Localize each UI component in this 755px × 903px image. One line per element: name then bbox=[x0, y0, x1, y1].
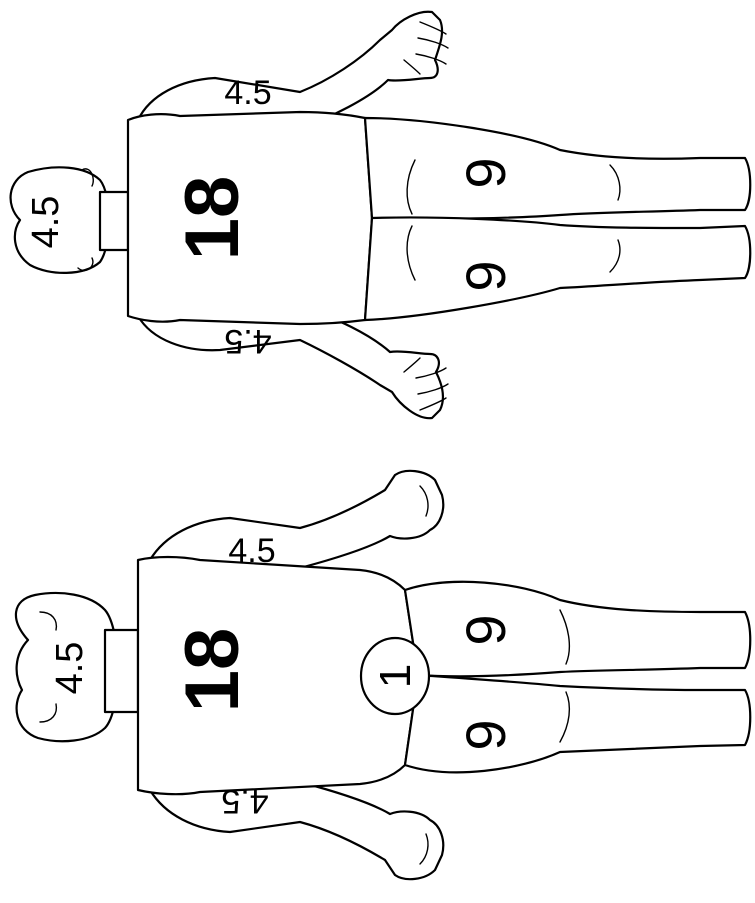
back-arm-bottom-label: 4.5 bbox=[224, 322, 271, 360]
back-head-label: 4.5 bbox=[25, 196, 67, 249]
back-neck bbox=[100, 192, 128, 250]
front-neck bbox=[105, 630, 138, 712]
front-head-label: 4.5 bbox=[49, 642, 91, 695]
front-arm-top-label: 4.5 bbox=[228, 532, 275, 570]
back-arm-top-label: 4.5 bbox=[224, 74, 271, 112]
back-view-figure: 4.5 4.5 4.5 18 9 9 bbox=[11, 12, 751, 418]
front-leg-top-label: 9 bbox=[454, 614, 517, 645]
front-perineum-label: 1 bbox=[371, 664, 420, 688]
back-legs bbox=[365, 118, 750, 320]
front-view-figure: 4.5 4.5 4.5 18 9 9 1 bbox=[16, 471, 750, 879]
front-arm-bottom-label: 4.5 bbox=[221, 782, 268, 820]
back-leg-top-label: 9 bbox=[454, 157, 517, 188]
front-trunk-label: 18 bbox=[170, 628, 255, 713]
front-leg-bottom-label: 9 bbox=[454, 719, 517, 750]
back-leg-bottom-label: 9 bbox=[454, 260, 517, 291]
back-trunk-label: 18 bbox=[170, 176, 255, 261]
